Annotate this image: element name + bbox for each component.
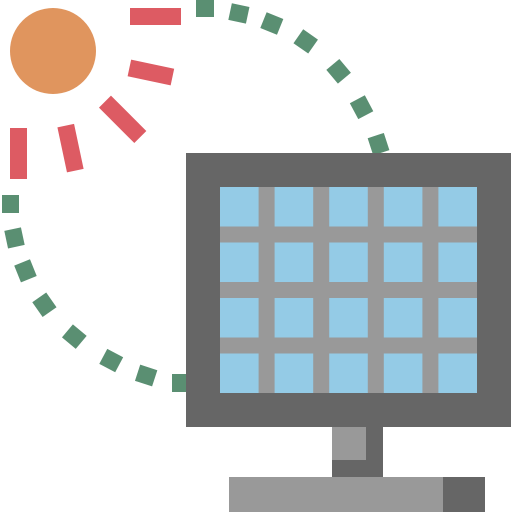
energy-path-dash xyxy=(326,58,351,84)
energy-path-dash xyxy=(32,292,57,317)
energy-path-dash xyxy=(228,3,250,24)
panel-cell xyxy=(329,298,368,338)
sun-ray xyxy=(10,128,27,179)
sun-ray xyxy=(57,123,84,173)
panel-cell xyxy=(274,187,314,227)
stand-post xyxy=(332,424,366,460)
panel-cell xyxy=(383,242,423,282)
panel-cell xyxy=(220,353,259,393)
energy-path-dash xyxy=(14,259,37,283)
panel-cell xyxy=(383,353,423,393)
panel-cell xyxy=(274,242,314,282)
sun-ray xyxy=(98,95,147,144)
panel-stand xyxy=(229,424,485,512)
energy-path-dash xyxy=(349,95,374,120)
sun-ray xyxy=(127,59,175,86)
sun-ray xyxy=(130,8,181,25)
energy-path-dash xyxy=(293,29,318,54)
energy-path-dash xyxy=(99,348,124,373)
energy-path-dash xyxy=(172,374,189,392)
energy-path-dash xyxy=(4,227,25,249)
panel-cell xyxy=(438,298,477,338)
panel-cell xyxy=(438,242,477,282)
panel-cell xyxy=(438,353,477,393)
panel-cells xyxy=(220,187,477,393)
panel-cell xyxy=(274,298,314,338)
sun-rays xyxy=(10,8,181,179)
solar-panel xyxy=(186,153,511,427)
panel-cell xyxy=(329,242,368,282)
panel-cell xyxy=(220,298,259,338)
energy-path-dash xyxy=(367,132,390,156)
panel-cell xyxy=(329,187,368,227)
panel-cell xyxy=(329,353,368,393)
panel-cell xyxy=(220,187,259,227)
stand-base xyxy=(229,477,485,512)
panel-cell xyxy=(383,187,423,227)
panel-cell xyxy=(438,187,477,227)
energy-path-dash xyxy=(134,364,158,387)
sun-icon xyxy=(10,8,96,94)
energy-path-dash xyxy=(196,0,214,17)
stand-base-shadow xyxy=(443,477,485,512)
energy-path xyxy=(2,0,390,392)
panel-cell xyxy=(383,298,423,338)
energy-path-dash xyxy=(2,195,19,213)
energy-path-dash xyxy=(61,324,87,349)
panel-cell xyxy=(274,353,314,393)
panel-cell xyxy=(220,242,259,282)
energy-path-dash xyxy=(260,12,284,35)
